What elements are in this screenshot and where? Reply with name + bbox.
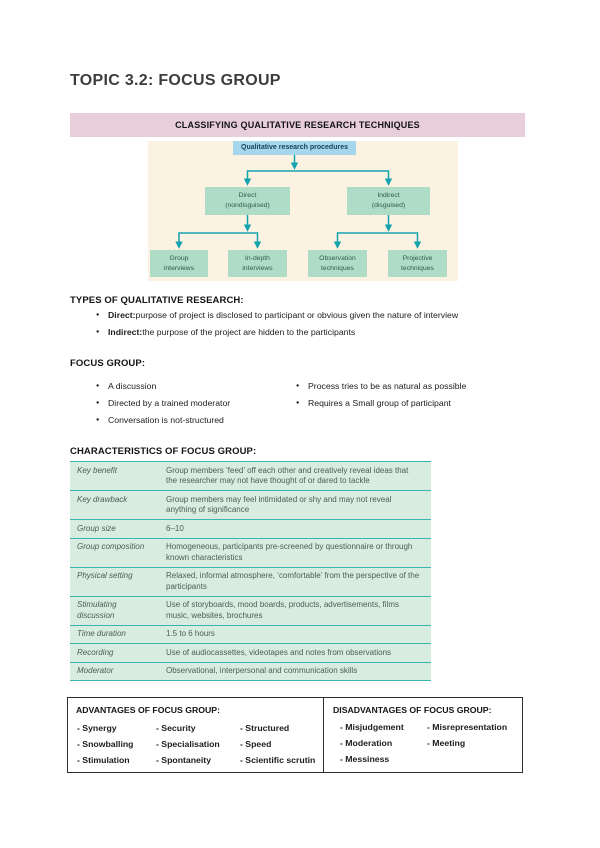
page-title: TOPIC 3.2: FOCUS GROUP (70, 72, 281, 89)
row-value: Homogeneous, participants pre-screened b… (166, 542, 413, 562)
flowchart-node-indepth-interviews: In-depth interviews (228, 250, 287, 277)
list-item: Directed by a trained moderator (70, 394, 300, 411)
list-item: Indirect: the purpose of the project are… (70, 323, 570, 340)
flowchart-node-direct: Direct (nondisguised) (205, 187, 290, 215)
disadvantages-column: - Misjudgement - Moderation - Messiness (340, 719, 404, 767)
list-item: - Moderation (340, 738, 393, 748)
disadvantages-box: DISADVANTAGES OF FOCUS GROUP: - Misjudge… (323, 697, 523, 773)
node-label: Indirect (377, 192, 400, 200)
list-item: - Specialisation (156, 739, 220, 749)
row-label: Recording (77, 647, 114, 657)
row-label: Key drawback (77, 494, 128, 504)
disadvantages-column: - Misrepresentation - Meeting (427, 719, 507, 751)
node-label: In-depth (245, 254, 270, 262)
table-row: Key drawback Group members may feel inti… (70, 490, 431, 519)
disadvantages-heading: DISADVANTAGES OF FOCUS GROUP: (333, 705, 492, 715)
focus-list-right: Process tries to be as natural as possib… (270, 377, 550, 411)
list-item: - Stimulation (77, 755, 130, 765)
table-row: Key benefit Group members ‘feed’ off eac… (70, 461, 431, 490)
list-item: Process tries to be as natural as possib… (270, 377, 550, 394)
list-item: Requires a Small group of participant (270, 394, 550, 411)
node-label: Direct (238, 192, 257, 200)
row-label: Group size (77, 523, 116, 533)
flowchart-node-projective-techniques: Projective techniques (388, 250, 447, 277)
row-value: 6–10 (166, 523, 184, 533)
node-label: Group (169, 254, 189, 262)
table-row: Physical setting Relaxed, informal atmos… (70, 566, 431, 596)
list-item: - Security (156, 723, 196, 733)
table-row: Group size 6–10 (70, 519, 431, 538)
node-label: Projective (402, 254, 433, 262)
node-sublabel: techniques (401, 264, 434, 272)
section-banner: CLASSIFYING QUALITATIVE RESEARCH TECHNIQ… (70, 113, 525, 137)
list-item-term: Indirect: (108, 326, 143, 337)
list-item-text: purpose of project is disclosed to parti… (135, 309, 459, 320)
row-value: Group members ‘feed’ off each other and … (166, 465, 409, 486)
node-label: Observation (319, 254, 356, 262)
row-label: Time duration (77, 629, 126, 638)
flowchart-node-observation-techniques: Observation techniques (308, 250, 367, 277)
table-row: Recording Use of audiocassettes, videota… (70, 643, 431, 662)
list-item: - Structured (240, 723, 290, 733)
flowchart-node-root: Qualitative research procedures (233, 141, 356, 155)
row-label: Moderator (77, 666, 114, 675)
row-label: Physical setting (77, 571, 133, 580)
list-item: - Spontaneity (156, 755, 212, 765)
list-item: - Speed (240, 739, 272, 749)
list-item: Conversation is not-structured (70, 411, 300, 428)
table-row: Group composition Homogeneous, participa… (70, 537, 431, 567)
list-item: - Misjudgement (340, 722, 404, 732)
characteristics-heading: CHARACTERISTICS OF FOCUS GROUP: (70, 446, 257, 457)
node-sublabel: interviews (242, 264, 273, 272)
flowchart-node-group-interviews: Group interviews (150, 250, 208, 277)
flowchart-node-root-label: Qualitative research procedures (241, 144, 348, 152)
node-sublabel: (disguised) (371, 202, 406, 209)
list-item: - Snowballing (77, 739, 134, 749)
characteristics-table: Key benefit Group members ‘feed’ off eac… (70, 461, 431, 681)
advantages-column: - Security - Specialisation - Spontaneit… (156, 720, 220, 768)
row-value: Group members may feel intimidated or sh… (166, 494, 392, 515)
table-row: Moderator Observational, interpersonal a… (70, 661, 431, 680)
list-item-term: Direct: (108, 309, 136, 320)
advantages-heading: ADVANTAGES OF FOCUS GROUP: (76, 705, 220, 715)
list-item: A discussion (70, 377, 300, 394)
types-list: Direct: purpose of project is disclosed … (70, 306, 570, 340)
node-sublabel: (nondisguised) (225, 202, 270, 209)
table-row: Time duration 1.5 to 6 hours (70, 624, 431, 643)
list-item-text: the purpose of the project are hidden to… (142, 326, 356, 337)
table-row: Stimulating discussion Use of storyboard… (70, 595, 431, 625)
list-item: - Synergy (77, 723, 117, 733)
node-sublabel: interviews (163, 264, 195, 272)
list-item: - Scientific scrutin (240, 755, 316, 765)
types-heading: TYPES OF QUALITATIVE RESEARCH: (70, 295, 244, 306)
advantages-column: - Synergy - Snowballing - Stimulation (77, 720, 133, 768)
list-item: - Misrepresentation (427, 722, 508, 732)
flowchart-node-indirect: Indirect (disguised) (347, 187, 430, 215)
advantages-box: ADVANTAGES OF FOCUS GROUP: - Synergy - S… (67, 697, 325, 773)
row-value: Use of audiocassettes, videotapes and no… (166, 647, 392, 657)
list-item: Direct: purpose of project is disclosed … (70, 306, 570, 323)
row-label: Key benefit (77, 465, 118, 475)
row-value: Observational, interpersonal and communi… (166, 666, 358, 675)
list-item: - Messiness (340, 754, 390, 764)
row-label: Group composition (77, 542, 145, 551)
row-value: 1.5 to 6 hours (166, 629, 215, 638)
advantages-column: - Structured - Speed - Scientific scruti… (240, 720, 315, 768)
node-sublabel: techniques (321, 264, 354, 272)
focus-list-left: A discussion Directed by a trained moder… (70, 377, 300, 428)
list-item: - Meeting (427, 738, 466, 748)
banner-text: CLASSIFYING QUALITATIVE RESEARCH TECHNIQ… (175, 120, 420, 130)
row-label: Stimulating discussion (77, 600, 117, 620)
row-value: Use of storyboards, mood boards, product… (166, 600, 399, 620)
focus-heading: FOCUS GROUP: (70, 358, 146, 369)
row-value: Relaxed, informal atmosphere, ‘comfortab… (166, 571, 420, 591)
